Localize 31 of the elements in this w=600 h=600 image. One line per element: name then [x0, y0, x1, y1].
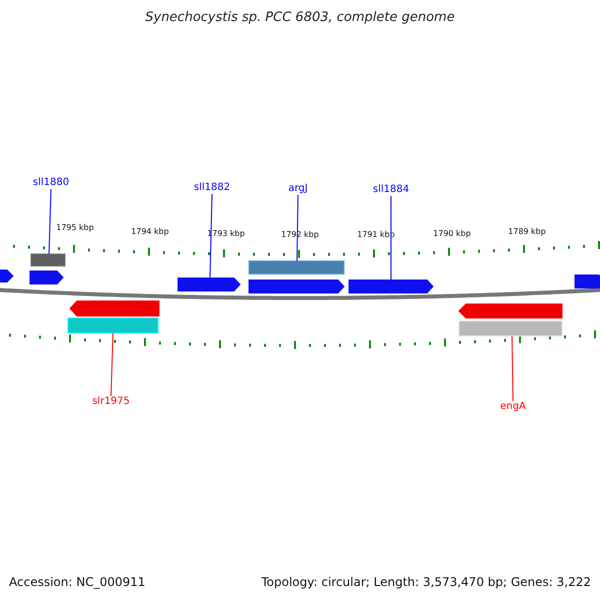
gene-block	[30, 270, 64, 284]
gene-block	[69, 300, 160, 316]
scale-label: 1790 kbp	[433, 230, 471, 238]
scale-label: 1795 kbp	[56, 224, 94, 232]
footer-text: Topology: circular; Length: 3,573,470 bp; Genes: 3,222	[261, 576, 591, 588]
feature-bar	[248, 260, 344, 274]
gene-block	[248, 280, 345, 294]
scale-label: 1794 kbp	[131, 228, 169, 236]
leader-line	[48, 188, 52, 254]
gene-label: sll1884	[372, 184, 410, 196]
leader-line	[296, 194, 298, 262]
feature-bar	[68, 318, 158, 334]
gene-label: argJ	[288, 183, 308, 195]
gene-label: engA	[500, 401, 526, 413]
feature-bar	[30, 254, 66, 266]
scale-label: 1789 kbp	[508, 228, 546, 236]
gene-block	[0, 270, 14, 282]
gene-label: slr1975	[92, 396, 130, 408]
footer-text: Accession: NC_000911	[9, 576, 146, 588]
gene-block	[458, 304, 562, 318]
title: Synechocystis sp. PCC 6803, complete genome	[144, 11, 456, 24]
leader-line	[110, 332, 114, 396]
gene-block	[178, 278, 241, 292]
gene-block	[348, 280, 434, 294]
leader-line	[390, 196, 392, 280]
gene-block	[574, 274, 600, 288]
leader-line	[512, 336, 514, 402]
leader-line	[210, 194, 212, 278]
gene-label: sll1882	[194, 182, 230, 194]
gene-label: sll1880	[32, 177, 70, 189]
feature-bar	[458, 320, 562, 336]
